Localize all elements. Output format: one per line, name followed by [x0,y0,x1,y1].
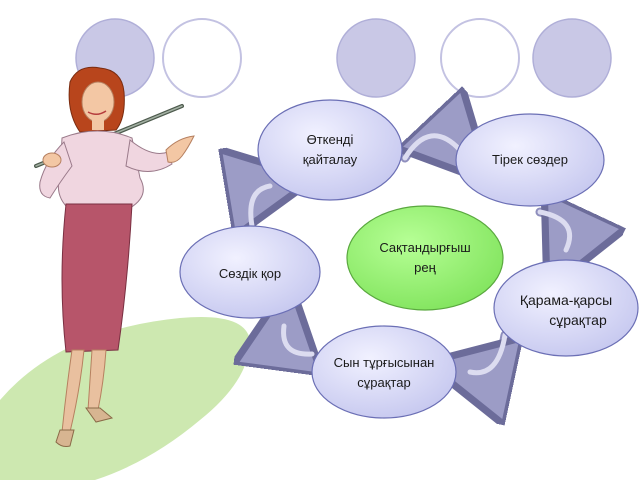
cycle-arrows [251,136,570,373]
node-label-line: Сөздік қор [218,266,282,281]
node-label-line: Сын тұрғысынан [333,355,435,370]
node-sozdik [179,225,321,319]
diagram-nodes [179,99,639,419]
node-label-line: Тірек сөздер [491,152,569,167]
node-label-line: рең [414,260,436,275]
node-tirek [455,113,605,207]
node-otkendi [257,99,403,201]
deco-circle [162,18,242,98]
node-label-line: Қарама-қарсы [519,292,613,308]
deco-circle [336,18,416,98]
node-label-line: Сақтандырғыш [379,240,471,255]
node-label-center: Сақтандырғыш рең [355,238,495,278]
node-label-line: сұрақтар [357,375,411,390]
node-center[interactable] [346,205,504,311]
node-label-sozdik: Сөздік қор [190,264,310,284]
node-syn [311,325,457,419]
node-label-tirek: Тірек сөздер [470,150,590,170]
deco-circle [440,18,520,98]
floor-shape [0,316,250,480]
node-qarama [493,259,639,357]
decorative-circles [75,18,612,98]
node-label-qarama: Қарама-қарсы сұрақтар [500,290,632,330]
node-label-line: Өткенді [306,132,354,147]
teacher-figure [34,66,195,447]
node-label-line: сұрақтар [549,312,607,328]
node-label-otkendi: Өткенді қайталау [270,130,390,170]
deco-circle [532,18,612,98]
node-label-syn: Сын тұрғысынан сұрақтар [314,353,454,393]
node-label-line: қайталау [302,152,358,167]
